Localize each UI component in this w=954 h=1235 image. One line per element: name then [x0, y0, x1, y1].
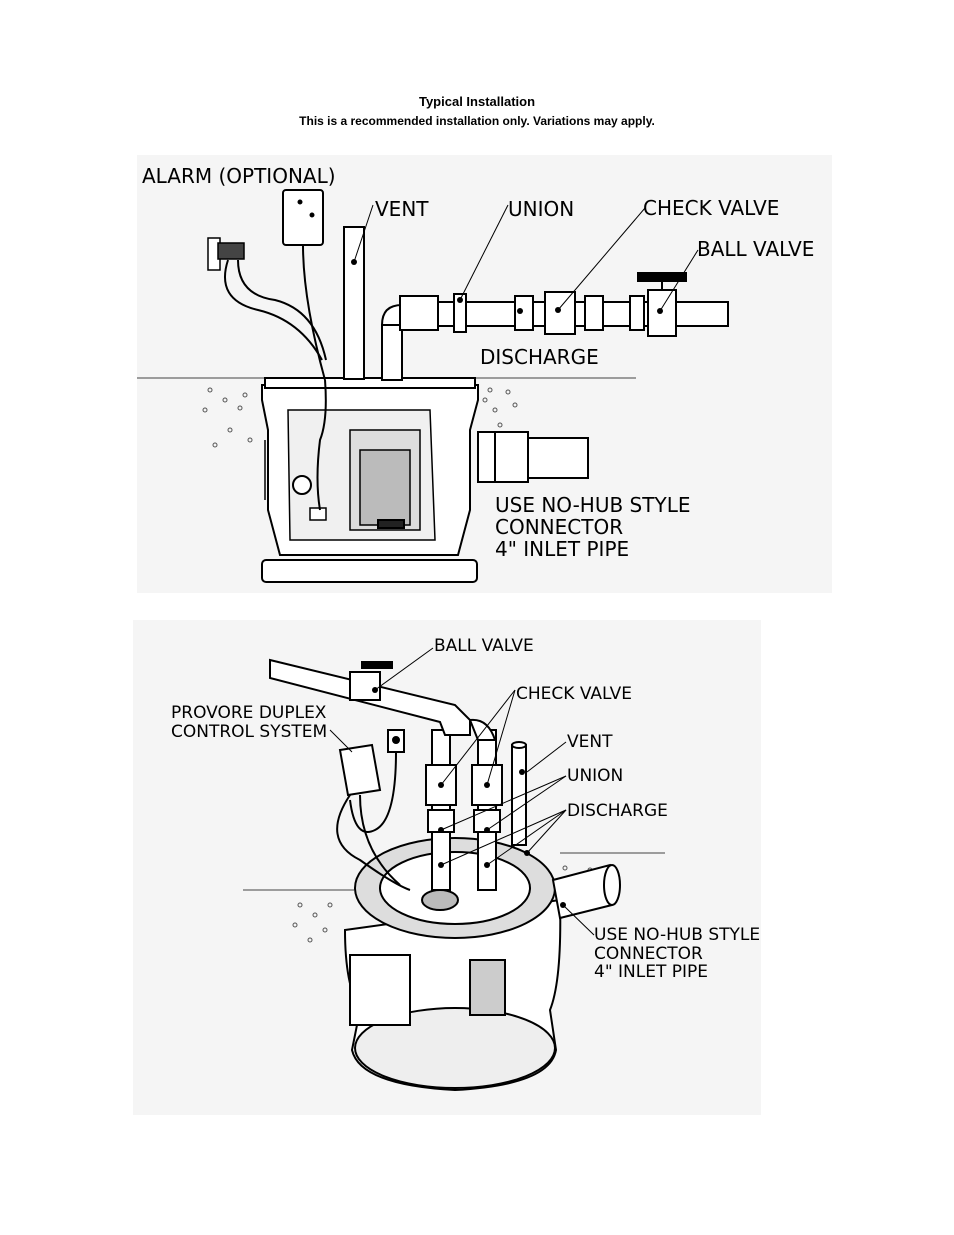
label2-nohub-line3: 4" INLET PIPE: [594, 962, 708, 982]
vent-pipe-iso: [511, 741, 527, 846]
inlet-pipe-iso: [551, 863, 621, 920]
label2-vent: VENT: [567, 732, 613, 752]
label2-control-line1: PROVORE DUPLEX: [171, 703, 327, 723]
label2-control-line2: CONTROL SYSTEM: [171, 722, 327, 742]
callout-dots-1: [457, 297, 663, 314]
vent-pipe: [343, 226, 365, 380]
control-cords: [336, 751, 411, 891]
alarm-box: [282, 189, 324, 246]
label-discharge: DISCHARGE: [480, 345, 599, 369]
basin-side-view: [261, 377, 479, 583]
label-vent: VENT: [375, 197, 429, 221]
label-alarm: ALARM (OPTIONAL): [142, 164, 336, 188]
page-subtitle: This is a recommended installation only.…: [299, 114, 655, 128]
label-nohub-line1: USE NO-HUB STYLE: [495, 493, 690, 517]
label-union: UNION: [508, 197, 574, 221]
label2-discharge: DISCHARGE: [567, 801, 668, 821]
leader-lines-1: [353, 204, 699, 312]
leader-lines-2: [329, 647, 595, 936]
page-title: Typical Installation: [418, 94, 536, 109]
label2-nohub-line1: USE NO-HUB STYLE: [594, 925, 760, 945]
power-cords: [223, 244, 327, 511]
label-nohub-line3: 4" INLET PIPE: [495, 537, 629, 561]
soil-dots: [202, 387, 518, 448]
label2-nohub-line2: CONNECTOR: [594, 944, 703, 964]
label2-check-valve: CHECK VALVE: [516, 684, 632, 704]
inlet-pipe: [477, 431, 589, 483]
label2-union: UNION: [567, 766, 623, 786]
basin-iso-view: [343, 837, 562, 1092]
control-box: [338, 729, 405, 797]
label2-ball-valve: BALL VALVE: [434, 636, 534, 656]
electrical-outlet: [207, 237, 245, 271]
label-ball-valve: BALL VALVE: [697, 237, 814, 261]
label-check-valve: CHECK VALVE: [643, 196, 779, 220]
label-nohub-line2: CONNECTOR: [495, 515, 623, 539]
discharge-pipe: [380, 272, 729, 381]
figure1-background: [137, 155, 832, 593]
